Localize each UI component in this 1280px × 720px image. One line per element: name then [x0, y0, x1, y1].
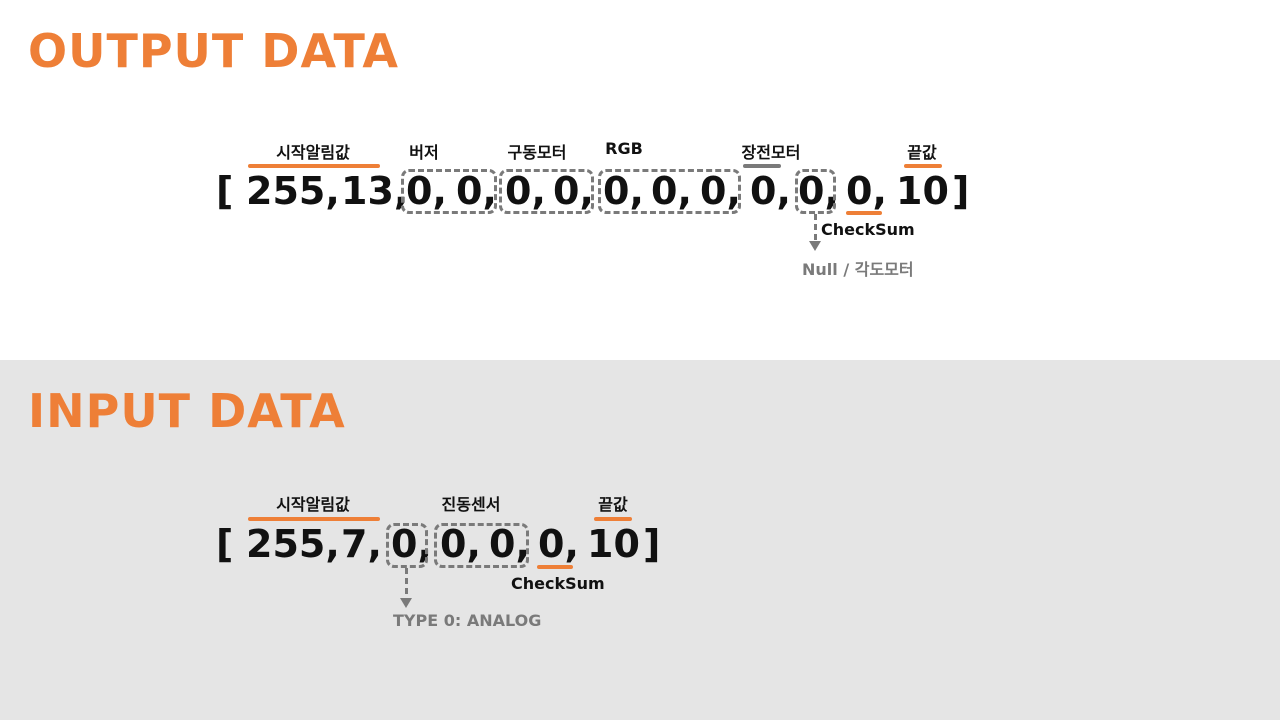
pointer-line	[814, 214, 817, 240]
start-value-underline	[248, 164, 380, 168]
pointer-arrow-icon	[809, 241, 821, 251]
checksum-value: 0,	[538, 522, 579, 566]
open-bracket: [	[216, 522, 234, 566]
checksum-label: CheckSum	[511, 574, 605, 593]
end-value-underline	[594, 517, 632, 521]
buzzer-label: 버저	[409, 143, 439, 162]
end-value-underline	[904, 164, 942, 168]
rgb-group-box	[598, 169, 741, 214]
drive-motor-group-box	[499, 169, 594, 214]
rgb-label: RGB	[605, 139, 643, 158]
rgb-value-g: 0,	[651, 169, 692, 213]
equip-motor-underline	[743, 164, 781, 168]
pointer-arrow-icon	[400, 598, 412, 608]
start-value-underline	[248, 517, 380, 521]
vibration-sensor-label: 진동센서	[441, 495, 501, 514]
start-value-label: 시작알림값	[276, 495, 350, 514]
drive-motor-label: 구동모터	[507, 143, 567, 162]
equip-motor-label: 장전모터	[741, 143, 801, 162]
start-value-label: 시작알림값	[276, 143, 350, 162]
output-data-row: [ 255, 13, 0, 0, 0, 0, 0, 0, 0, 0, 0, 0,…	[0, 169, 1280, 217]
input-data-row: [ 255, 7, 0, 0, 0, 0, 10 ]	[0, 522, 1280, 570]
checksum-underline	[846, 211, 882, 215]
null-angle-motor-box	[795, 169, 836, 214]
input-title: INPUT DATA	[28, 384, 346, 438]
end-value: 10	[896, 169, 949, 213]
buzzer-group-box	[401, 169, 497, 214]
length-value: 7,	[341, 522, 382, 566]
type-box	[386, 523, 428, 568]
checksum-underline	[537, 565, 573, 569]
buzzer-value-1: 0,	[406, 169, 447, 213]
end-value: 10	[587, 522, 640, 566]
end-value-label: 끝값	[907, 143, 937, 162]
equip-motor-value: 0,	[750, 169, 791, 213]
open-bracket: [	[216, 169, 234, 213]
start-value: 255,	[246, 522, 340, 566]
close-bracket: ]	[952, 169, 970, 213]
close-bracket: ]	[643, 522, 661, 566]
length-value: 13,	[341, 169, 409, 213]
output-panel: OUTPUT DATA 시작알림값 버저 구동모터 RGB 장전모터 끝값 [ …	[0, 24, 1280, 279]
type-analog-note: TYPE 0: ANALOG	[393, 611, 542, 630]
null-angle-motor-note: Null / 각도모터	[802, 260, 914, 279]
vibration-value-1: 0,	[440, 522, 481, 566]
checksum-label: CheckSum	[821, 220, 915, 239]
vibration-group-box	[434, 523, 529, 568]
rgb-value-r: 0,	[603, 169, 644, 213]
output-title: OUTPUT DATA	[28, 24, 399, 78]
end-value-label: 끝값	[598, 495, 628, 514]
drive-motor-value-1: 0,	[505, 169, 546, 213]
pointer-line	[405, 568, 408, 594]
start-value: 255,	[246, 169, 340, 213]
checksum-value: 0,	[846, 169, 887, 213]
input-panel: INPUT DATA 시작알림값 진동센서 끝값 [ 255, 7, 0, 0,…	[0, 360, 1280, 720]
